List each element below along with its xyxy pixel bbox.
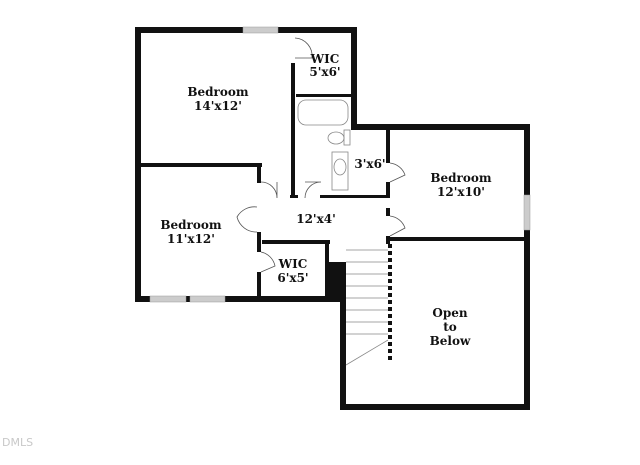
rail-baluster: [388, 293, 392, 297]
rail-baluster: [388, 321, 392, 325]
rail-baluster: [388, 349, 392, 353]
open-to-below-line1: Open: [432, 306, 467, 320]
room-size-bedroom-1: 14'x12': [194, 99, 242, 113]
stair-break-line: [345, 339, 389, 366]
room-label-bedroom-2: Bedroom: [430, 171, 491, 185]
rail-baluster: [388, 279, 392, 283]
room-size-hall: 12'x4': [296, 212, 336, 226]
rail-baluster: [388, 272, 392, 276]
room-size-wic-1: 5'x6': [309, 65, 340, 79]
rail-baluster: [388, 328, 392, 332]
stairs: [345, 249, 389, 366]
rail-baluster: [388, 342, 392, 346]
rail-baluster: [388, 307, 392, 311]
rail-baluster: [388, 251, 392, 255]
room-size-bedroom-3: 11'x12': [167, 232, 215, 246]
rail-baluster: [388, 286, 392, 290]
watermark-logo: DMLS: [2, 436, 33, 449]
rail-baluster: [388, 356, 392, 360]
rail-baluster: [388, 314, 392, 318]
rail-baluster: [388, 300, 392, 304]
open-to-below-line2: to: [443, 320, 457, 334]
rail-baluster: [388, 258, 392, 262]
room-size-wic-2: 6'x5': [277, 271, 308, 285]
room-size-bedroom-2: 12'x10': [437, 185, 485, 199]
stair-rail: [388, 244, 392, 360]
windows: [149, 26, 531, 303]
doors: [236, 37, 406, 273]
room-label-bedroom-1: Bedroom: [187, 85, 248, 99]
room-size-closet: 3'x6': [354, 157, 385, 171]
rail-baluster: [388, 244, 392, 248]
room-label-wic-2: WIC: [278, 257, 308, 271]
room-label-bedroom-3: Bedroom: [160, 218, 221, 232]
open-to-below-line3: Below: [430, 334, 471, 348]
walls: [135, 27, 530, 410]
bathroom-fixtures: [297, 99, 351, 191]
rail-baluster: [388, 265, 392, 269]
rail-baluster: [388, 335, 392, 339]
room-label-wic-1: WIC: [310, 52, 340, 66]
